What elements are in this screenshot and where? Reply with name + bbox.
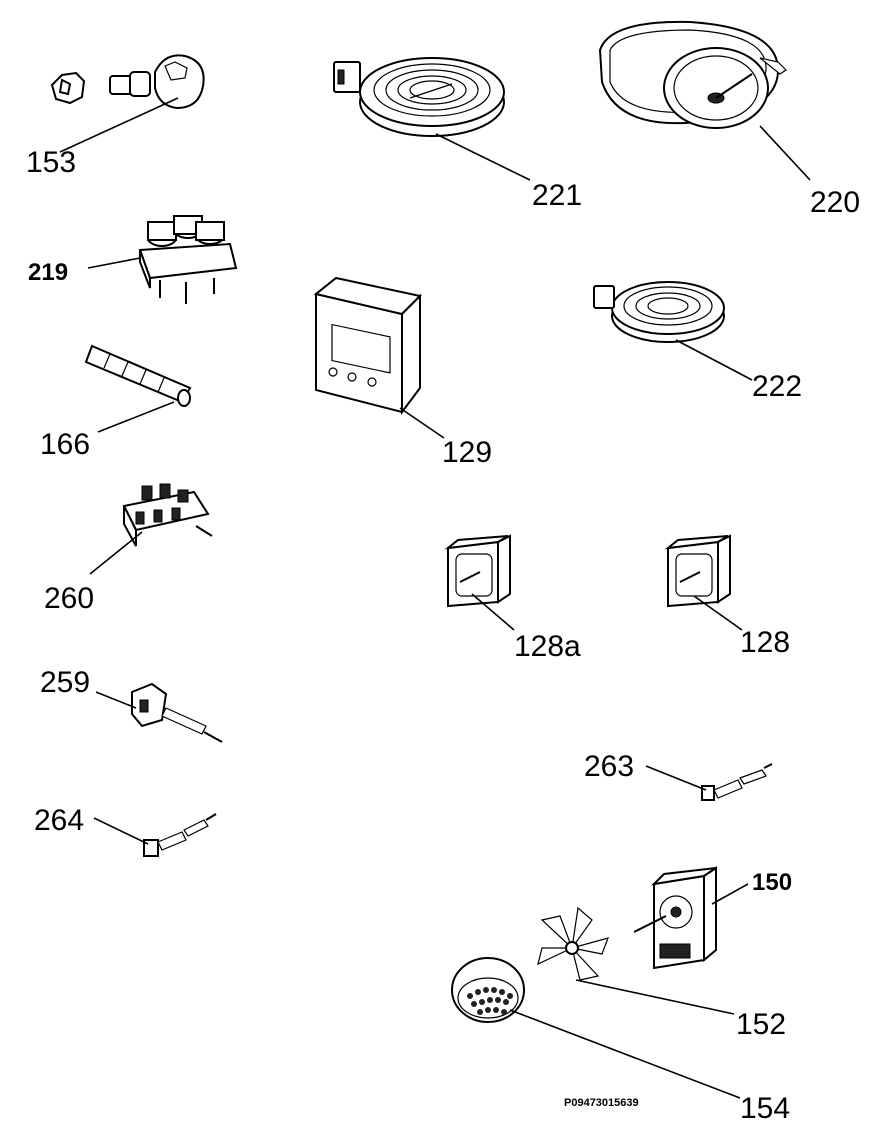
label-260: 260 (44, 582, 94, 615)
part-166-terminal-strip: 166 (40, 344, 192, 461)
drawing-code: P09473015639 (564, 1097, 639, 1109)
label-153: 153 (26, 146, 76, 179)
part-259-connector: 259 (40, 666, 223, 743)
part-264-terminal: 264 (34, 804, 217, 857)
part-153-knob: 153 (26, 54, 205, 179)
label-128: 128 (740, 626, 790, 659)
label-259: 259 (40, 666, 90, 699)
label-221: 221 (532, 179, 582, 212)
label-166: 166 (40, 428, 90, 461)
label-222: 222 (752, 370, 802, 403)
label-150: 150 (752, 869, 792, 896)
label-128a: 128a (514, 630, 581, 663)
part-221-hotplate: 221 (333, 57, 582, 212)
label-129: 129 (442, 436, 492, 469)
part-154-fan-cover: 154 (451, 957, 790, 1125)
part-222-hotplate-small: 222 (593, 281, 802, 403)
part-128a-energy-regulator: 128a (444, 534, 581, 663)
label-152: 152 (736, 1008, 786, 1041)
label-219: 219 (28, 259, 68, 286)
part-152-fan-blade: 152 (537, 906, 786, 1041)
part-128-energy-regulator: 128 (664, 534, 790, 659)
part-220-oval-hotplate: 220 (598, 20, 860, 219)
label-264: 264 (34, 804, 84, 837)
part-219-switch-block: 219 (28, 215, 238, 304)
part-263-terminal: 263 (584, 750, 773, 801)
part-260-selector-switch: 260 (44, 483, 213, 615)
part-129-electronic-timer: 129 (313, 276, 492, 469)
label-263: 263 (584, 750, 634, 783)
label-220: 220 (810, 186, 860, 219)
label-154: 154 (740, 1092, 790, 1125)
part-150-fan-motor: 150 (633, 866, 792, 970)
